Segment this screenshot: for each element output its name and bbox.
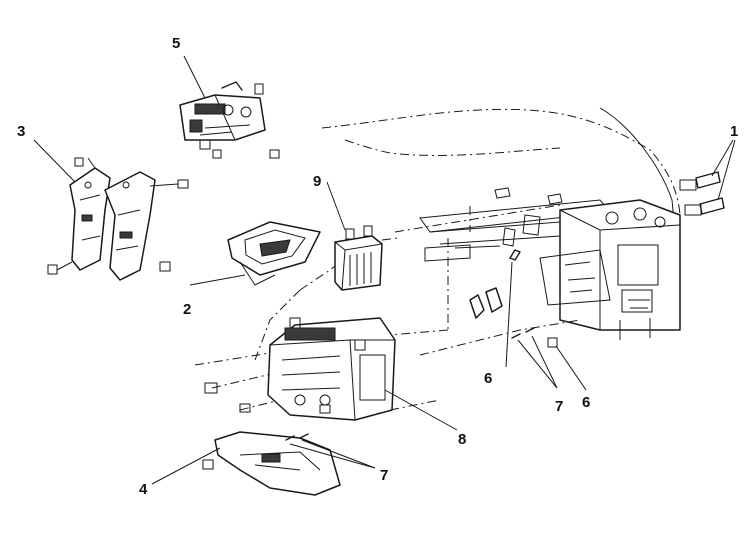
part-5-throttle-body [179,81,280,159]
part-2-gasket [227,221,321,286]
gasket-outline [424,187,563,262]
part-4-flange [202,431,341,496]
part-9-filter [334,225,383,291]
callout-3: 3 [17,123,26,140]
callout-6b: 6 [582,394,591,411]
callout-7a: 7 [555,398,564,415]
callout-9: 9 [313,173,322,190]
callout-6a: 6 [484,370,493,387]
callout-7b: 7 [380,467,389,484]
callout-8: 8 [458,431,467,448]
part-3-brackets [47,157,189,281]
callout-5: 5 [172,35,181,52]
callout-1: 1 [730,123,739,140]
leader-lines [33,55,736,485]
fastener-hardware [285,171,725,441]
callout-4: 4 [139,481,148,498]
callout-2: 2 [183,301,192,318]
part-8-main-body [204,317,396,421]
engine-block [321,107,681,340]
